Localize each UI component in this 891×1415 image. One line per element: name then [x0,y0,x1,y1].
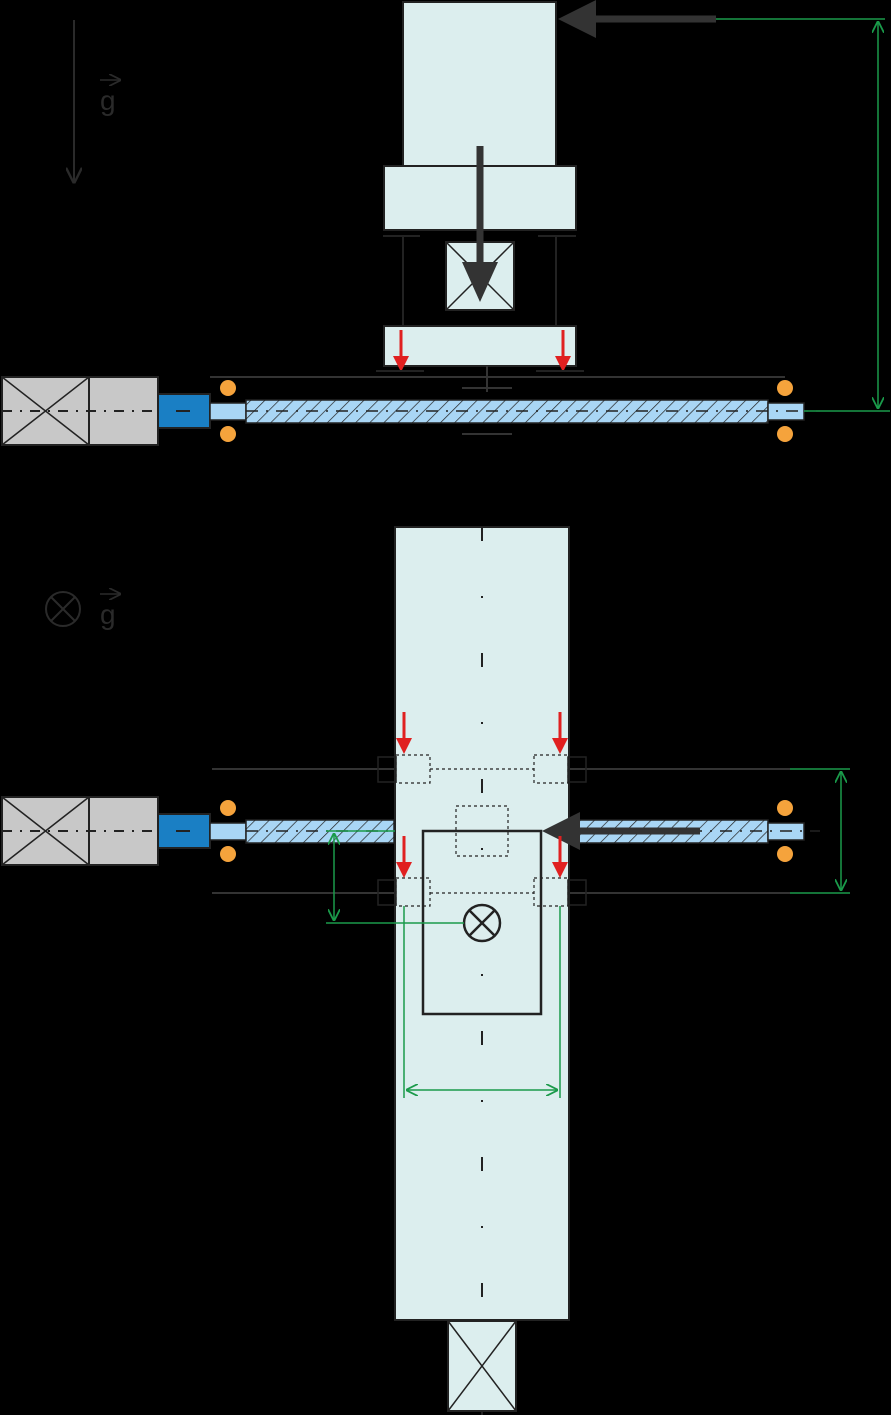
payload-block [402,1,557,167]
top-view: g [1,526,850,1415]
rail-spacing-dimension [790,768,850,894]
load-arrow [396,836,412,878]
bearing-dot [777,426,793,442]
gravity-indicator-down: g [74,20,120,182]
side-view: g [1,0,890,446]
lateral-force-arrow-top [558,0,716,38]
bearing-dot [777,380,793,396]
bearing-dot [220,800,236,816]
gravity-label: g [100,85,116,116]
bearing-dot [777,800,793,816]
gravity-label: g [100,599,116,630]
centroid-offset-dimension [326,830,464,924]
gravity-indicator-into-page: g [45,592,120,630]
block-spacing-dimension [403,906,561,1098]
load-arrow-left [393,330,409,372]
lateral-force-arrow-bottom [542,812,700,850]
bearing-dot [777,846,793,862]
motor-bottom [1,796,211,866]
load-arrow-right [555,330,571,372]
bearing-dot [220,380,236,396]
load-arrow [396,712,412,754]
weight-force-arrow [462,146,498,302]
centroid-into-page-icon [462,903,502,943]
load-arrow [552,836,568,878]
motor-top [1,376,211,446]
bearing-dot [220,846,236,862]
carriage [383,325,577,367]
bearing-dot [220,426,236,442]
load-arrow [552,712,568,754]
ball-screw-top [209,399,820,424]
height-dimension [716,18,890,412]
bottom-mass-box [447,1320,517,1412]
